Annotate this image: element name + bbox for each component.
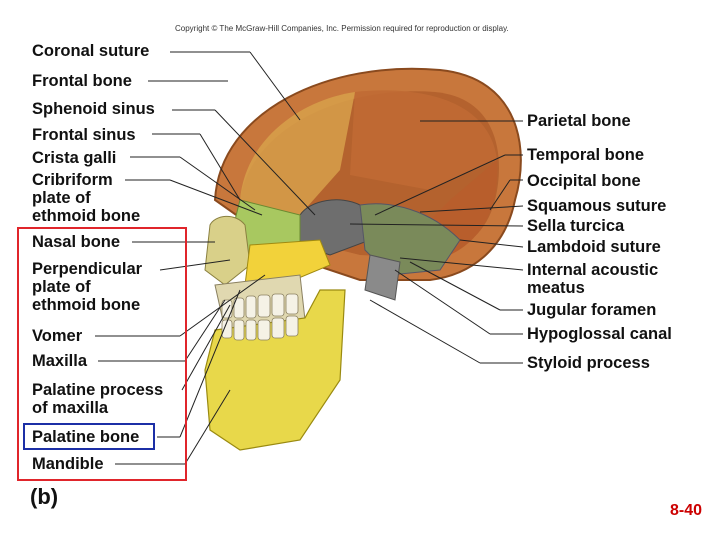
label-mandible: Mandible <box>32 455 104 473</box>
label-cribriform-plate: Cribriform plate of ethmoid bone <box>32 171 141 225</box>
label-squamous-suture: Squamous suture <box>527 197 667 215</box>
label-lambdoid-suture: Lambdoid suture <box>527 238 661 256</box>
frontal-bone-shape <box>240 92 355 215</box>
label-maxilla: Maxilla <box>32 352 88 370</box>
styloid-shape <box>364 254 401 301</box>
highlight-box-red <box>17 227 187 481</box>
label-coronal-suture: Coronal suture <box>32 42 150 60</box>
temporal-shape <box>359 203 461 276</box>
label-sella-turcica: Sella turcica <box>527 217 625 235</box>
panel-label: (b) <box>30 484 59 509</box>
label-occipital-bone: Occipital bone <box>527 172 641 190</box>
leader-lines-left <box>95 51 316 465</box>
label-hypoglossal-canal: Hypoglossal canal <box>527 325 672 343</box>
label-parietal-bone: Parietal bone <box>527 112 631 130</box>
parietal-bone-shape <box>350 90 497 190</box>
lower-teeth <box>221 315 299 341</box>
label-vomer: Vomer <box>32 327 83 345</box>
label-palatine-process: Palatine process of maxilla <box>32 381 164 417</box>
label-perpendicular-plate: Perpendicular plate of ethmoid bone <box>32 260 143 314</box>
label-styloid-process: Styloid process <box>527 354 650 372</box>
label-jugular-foramen: Jugular foramen <box>527 301 657 319</box>
copyright-notice: Copyright © The McGraw-Hill Companies, I… <box>175 24 509 33</box>
label-temporal-bone: Temporal bone <box>527 146 645 164</box>
leader-lines-right <box>349 120 524 364</box>
label-frontal-sinus: Frontal sinus <box>32 126 136 144</box>
label-internal-acoustic-meatus: Internal acoustic meatus <box>527 261 659 297</box>
label-palatine-bone: Palatine bone <box>32 428 140 446</box>
label-frontal-bone: Frontal bone <box>32 72 132 90</box>
highlight-box-blue <box>23 423 155 450</box>
page-number: 8-40 <box>670 502 703 519</box>
label-nasal-bone: Nasal bone <box>32 233 121 251</box>
nasal-area <box>204 215 251 286</box>
label-sphenoid-sinus: Sphenoid sinus <box>32 100 155 118</box>
label-crista-galli: Crista galli <box>32 149 117 167</box>
